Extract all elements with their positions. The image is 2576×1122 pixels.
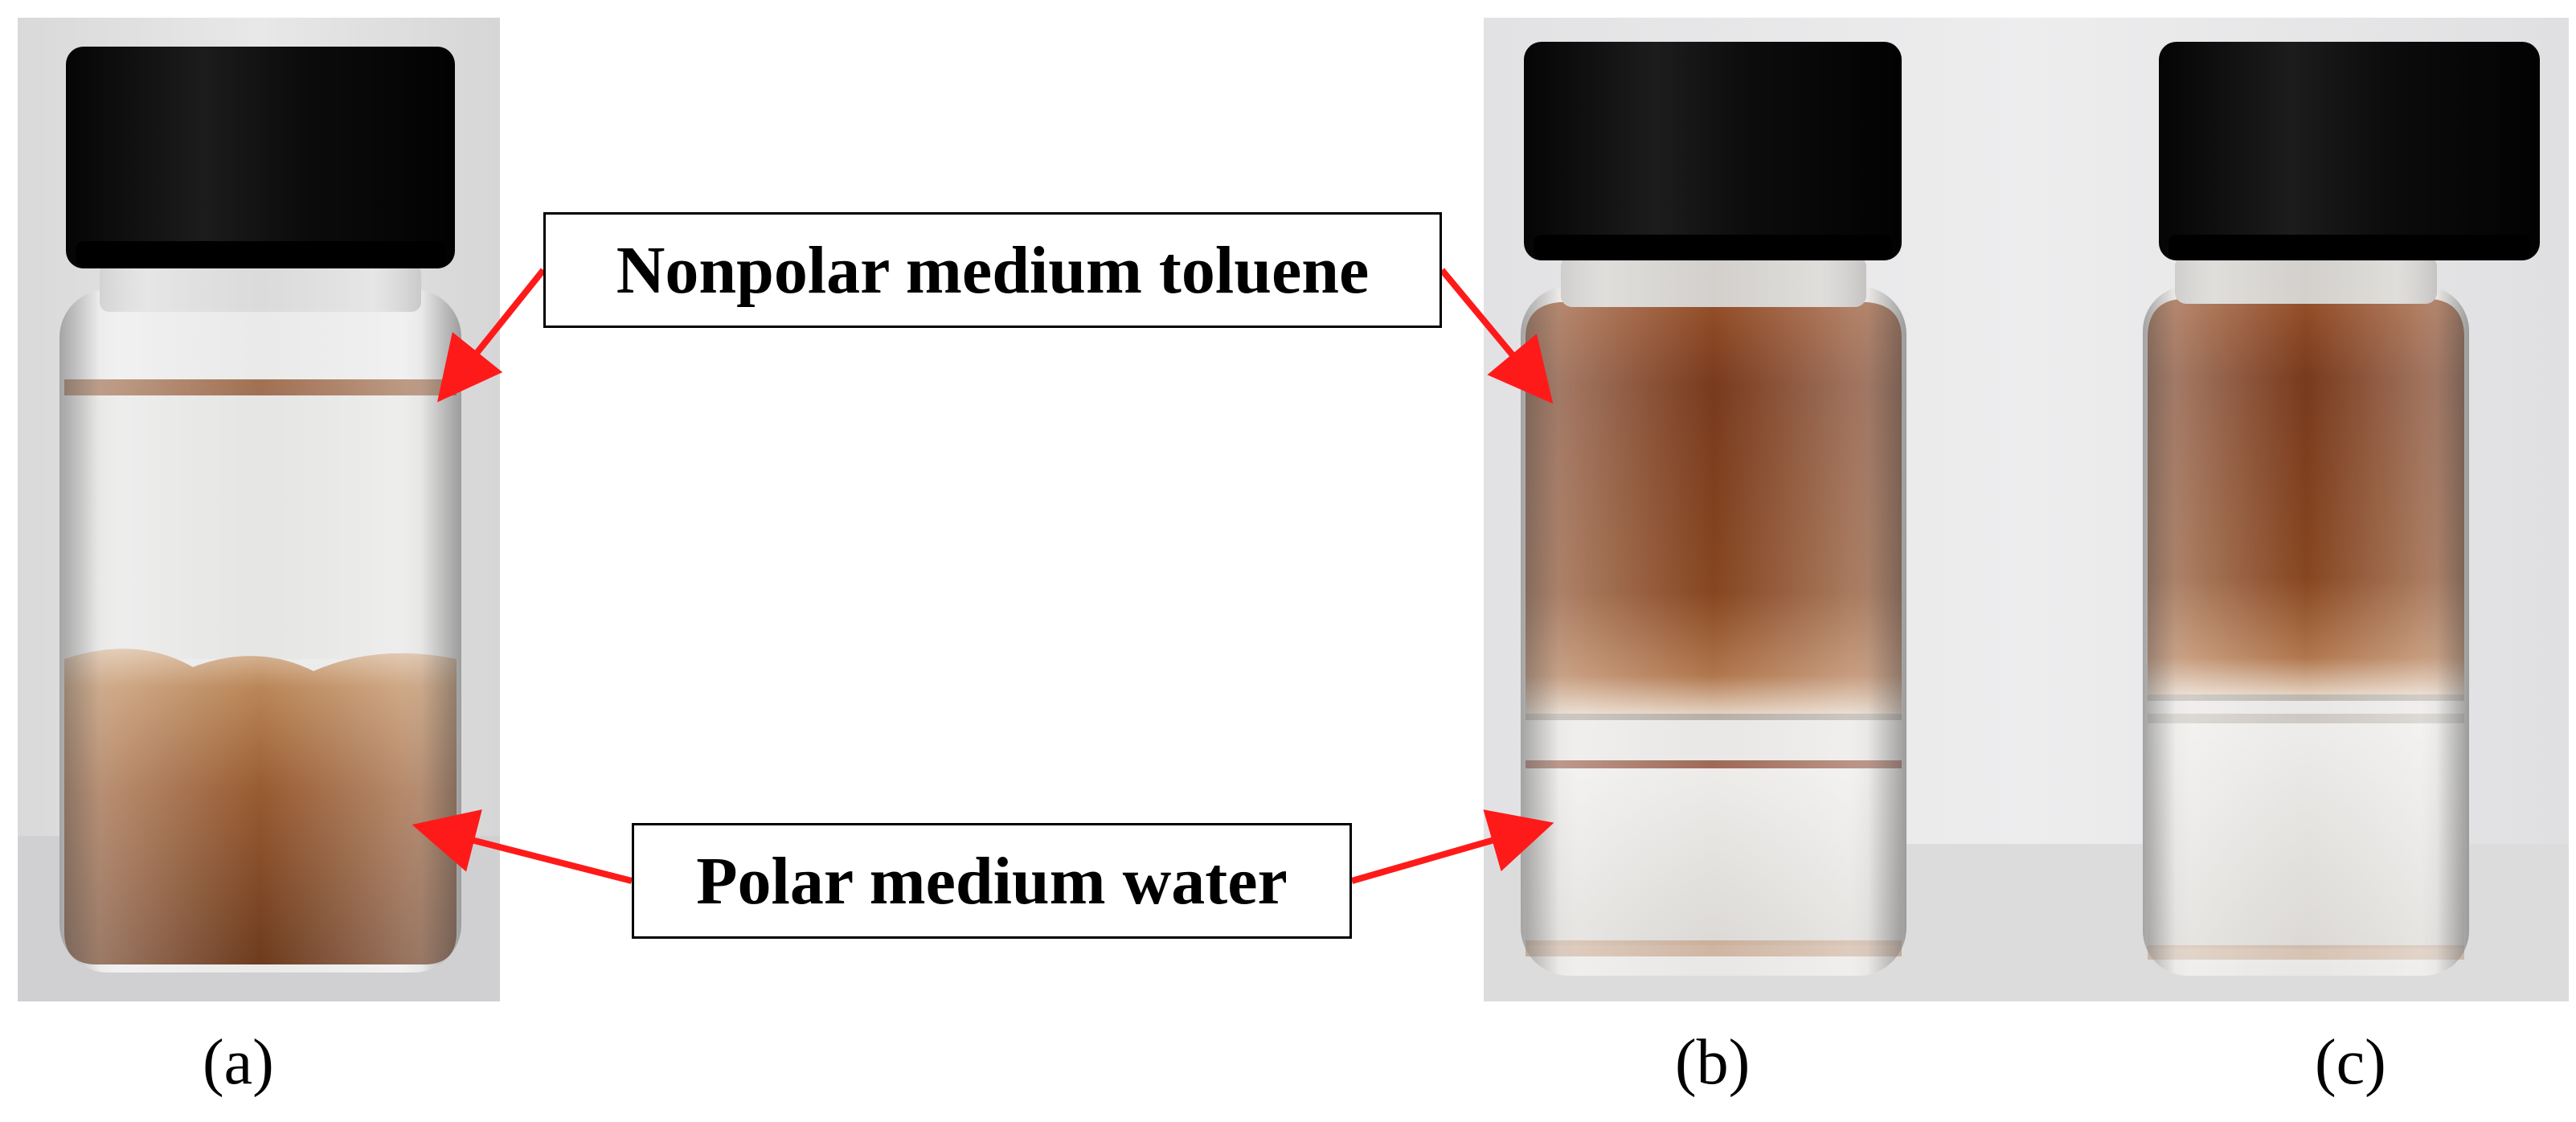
polar-medium-label: Polar medium water — [632, 823, 1352, 939]
arrows — [412, 268, 1554, 884]
panel-caption-c: (c) — [2315, 1027, 2386, 1098]
arrow-toluene-b — [1439, 268, 1554, 404]
nonpolar-medium-label: Nonpolar medium toluene — [543, 212, 1442, 328]
arrow-toluene-a — [436, 268, 547, 403]
panel-caption-a: (a) — [203, 1027, 274, 1098]
panel-a-photo — [18, 18, 500, 1001]
vial-b — [1521, 42, 1906, 976]
vial-c — [2143, 42, 2540, 976]
arrow-water-a — [412, 809, 633, 884]
panel-caption-b: (b) — [1675, 1027, 1751, 1098]
arrow-water-b — [1350, 809, 1554, 884]
